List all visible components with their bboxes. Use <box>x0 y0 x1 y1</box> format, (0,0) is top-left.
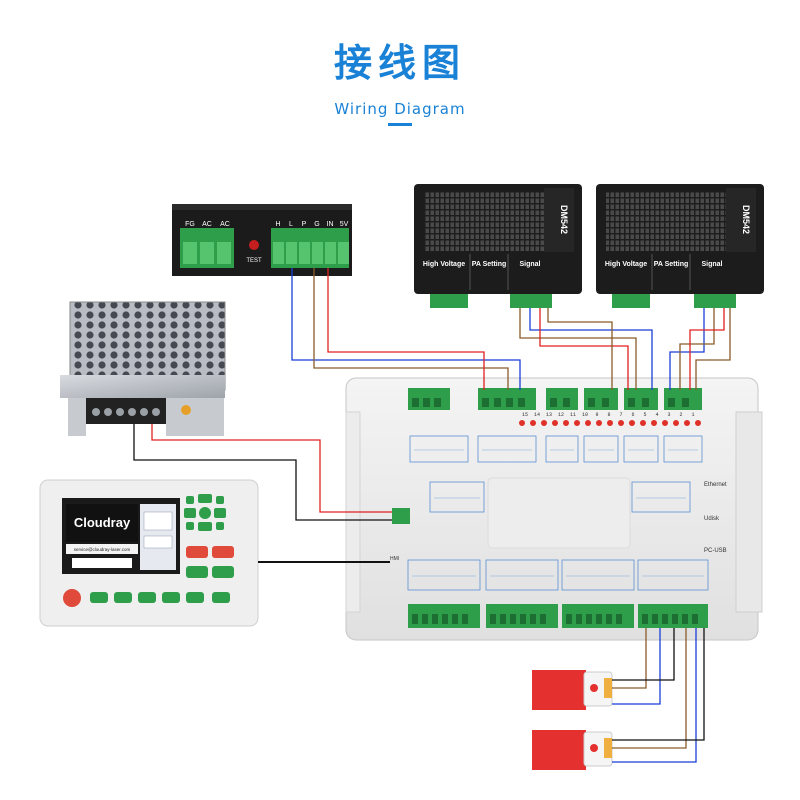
pin-13: 13 <box>546 412 552 418</box>
panel-up-button[interactable] <box>198 494 212 503</box>
stepper-driver-2: DM542 High Voltage PA Setting Signal <box>596 184 764 308</box>
psu-label-in: IN <box>327 221 334 228</box>
psu-test-label: TEST <box>246 258 262 264</box>
psu-label-fg: FG <box>185 221 195 228</box>
psu-label-g: G <box>314 221 319 228</box>
panel-button-5[interactable] <box>186 592 204 603</box>
pin-15: 15 <box>522 412 528 418</box>
pin-10: 10 <box>582 412 588 418</box>
psu-test-button[interactable] <box>249 240 259 250</box>
pin-14: 14 <box>534 412 540 418</box>
driver-1-signal-terminal <box>510 294 552 308</box>
wiring <box>133 268 731 763</box>
driver-2-pa-setting-label: PA Setting <box>654 261 689 268</box>
driver-2-power-terminal <box>612 294 650 308</box>
panel-datum-button[interactable] <box>212 546 234 558</box>
pin-9: 9 <box>595 412 598 418</box>
pc-usb-port-label: PC-USB <box>704 548 727 554</box>
driver-1-high-voltage-label: High Voltage <box>423 261 465 268</box>
panel-input-terminal <box>392 508 410 524</box>
switching-power-supply <box>60 301 226 436</box>
panel-right-button[interactable] <box>214 508 226 518</box>
pin-12: 12 <box>558 412 564 418</box>
driver-2-signal-label: Signal <box>701 261 722 268</box>
page-title: 接线图 <box>333 41 466 85</box>
panel-reset-button[interactable] <box>186 566 208 578</box>
pin-1: 1 <box>691 412 694 418</box>
psu-potentiometer <box>181 405 191 415</box>
pin-11: 11 <box>570 412 576 418</box>
limit-sensor-1 <box>532 670 613 710</box>
ethernet-port-label: Ethernet <box>704 482 727 488</box>
psu-label-h: H <box>275 221 280 228</box>
psu-label-ac1: AC <box>202 221 212 228</box>
page-subtitle: Wiring Diagram <box>334 100 466 118</box>
panel-button-2[interactable] <box>114 592 132 603</box>
stepper-driver-1: DM542 High Voltage PA Setting Signal <box>414 184 582 308</box>
pin-7: 7 <box>619 412 622 418</box>
panel-stop-button[interactable] <box>63 589 81 607</box>
pin-2: 2 <box>679 412 682 418</box>
pin-6: 6 <box>631 412 634 418</box>
driver-2-model: DM542 <box>741 205 751 234</box>
driver-1-pa-setting-label: PA Setting <box>472 261 507 268</box>
driver-2-signal-terminal <box>694 294 736 308</box>
psu-label-p: P <box>302 221 307 228</box>
driver-1-model: DM542 <box>559 205 569 234</box>
pin-8: 8 <box>607 412 610 418</box>
udisk-port-label: Udisk <box>704 516 720 522</box>
controller-board: 15 14 13 12 11 10 9 8 7 6 5 4 3 2 1 <box>345 377 763 641</box>
panel-button-3[interactable] <box>138 592 156 603</box>
title-underline <box>388 123 412 126</box>
pin-4: 4 <box>655 412 658 418</box>
panel-email: service@cloudray-laser.com <box>74 547 131 552</box>
control-panel: Cloudray service@cloudray-laser.com <box>39 479 259 627</box>
panel-origin-button[interactable] <box>186 546 208 558</box>
panel-left-button[interactable] <box>184 508 196 518</box>
panel-button-4[interactable] <box>162 592 180 603</box>
psu-label-5v: 5V <box>340 221 349 228</box>
pin-5: 5 <box>643 412 646 418</box>
driver-1-power-terminal <box>430 294 468 308</box>
limit-sensor-2 <box>532 730 613 770</box>
hmi-port-label: HMI <box>390 556 399 562</box>
status-led-row <box>519 420 701 426</box>
panel-down-button[interactable] <box>198 522 212 531</box>
psu-label-l: L <box>289 221 293 228</box>
panel-button-1[interactable] <box>90 592 108 603</box>
pin-3: 3 <box>667 412 670 418</box>
panel-brand: Cloudray <box>74 515 131 530</box>
panel-pulse-button[interactable] <box>212 566 234 578</box>
panel-enter-button[interactable] <box>199 507 211 519</box>
silkscreen-labels <box>407 435 709 591</box>
psu-label-ac2: AC <box>220 221 230 228</box>
driver-1-signal-label: Signal <box>519 261 540 268</box>
laser-power-supply: FG AC AC TEST H L P G IN 5V <box>172 204 352 276</box>
driver-2-high-voltage-label: High Voltage <box>605 261 647 268</box>
panel-button-6[interactable] <box>212 592 230 603</box>
